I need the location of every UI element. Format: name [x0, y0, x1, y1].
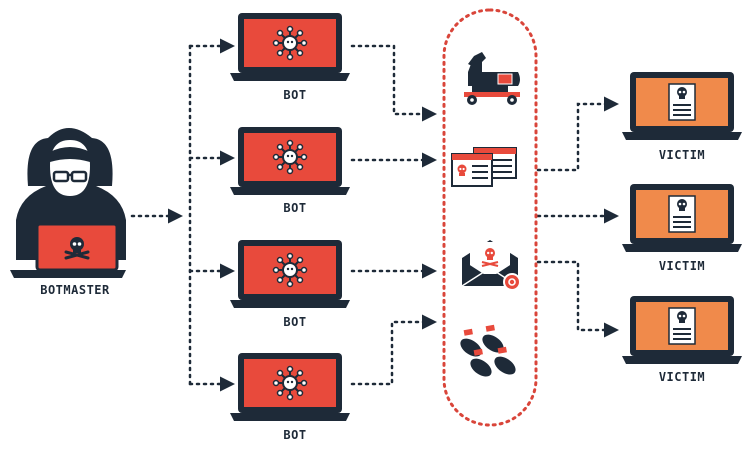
victim-laptop-1 — [622, 72, 742, 140]
connector-bot1-trojan — [350, 44, 437, 122]
victim-laptop-3 — [622, 296, 742, 364]
botmaster-hacker-icon — [10, 128, 126, 278]
trojan-horse-icon — [464, 52, 520, 105]
bot-laptop-2 — [230, 127, 350, 195]
bombs-icon — [460, 324, 516, 377]
bot-laptop-4 — [230, 353, 350, 421]
victim-label-1: VICTIM — [658, 148, 706, 162]
spam-document-icon — [451, 147, 517, 187]
bot-label-4: BOT — [283, 428, 307, 442]
connector-to-victim-3 — [536, 260, 619, 338]
bot-label-1: BOT — [283, 88, 307, 102]
attack-methods-ring — [442, 8, 538, 427]
bot-laptop-3 — [230, 240, 350, 308]
connector-to-victim-1 — [536, 96, 619, 172]
connector-bot4-bombs — [350, 314, 437, 386]
botmaster-label: BOTMASTER — [40, 283, 110, 297]
victim-label-2: VICTIM — [658, 259, 706, 273]
bot-label-2: BOT — [283, 201, 307, 215]
bot-label-3: BOT — [283, 315, 307, 329]
bot-laptop-1 — [230, 13, 350, 81]
phishing-email-icon — [461, 240, 521, 291]
victim-laptop-2 — [622, 184, 742, 252]
victim-label-3: VICTIM — [658, 370, 706, 384]
